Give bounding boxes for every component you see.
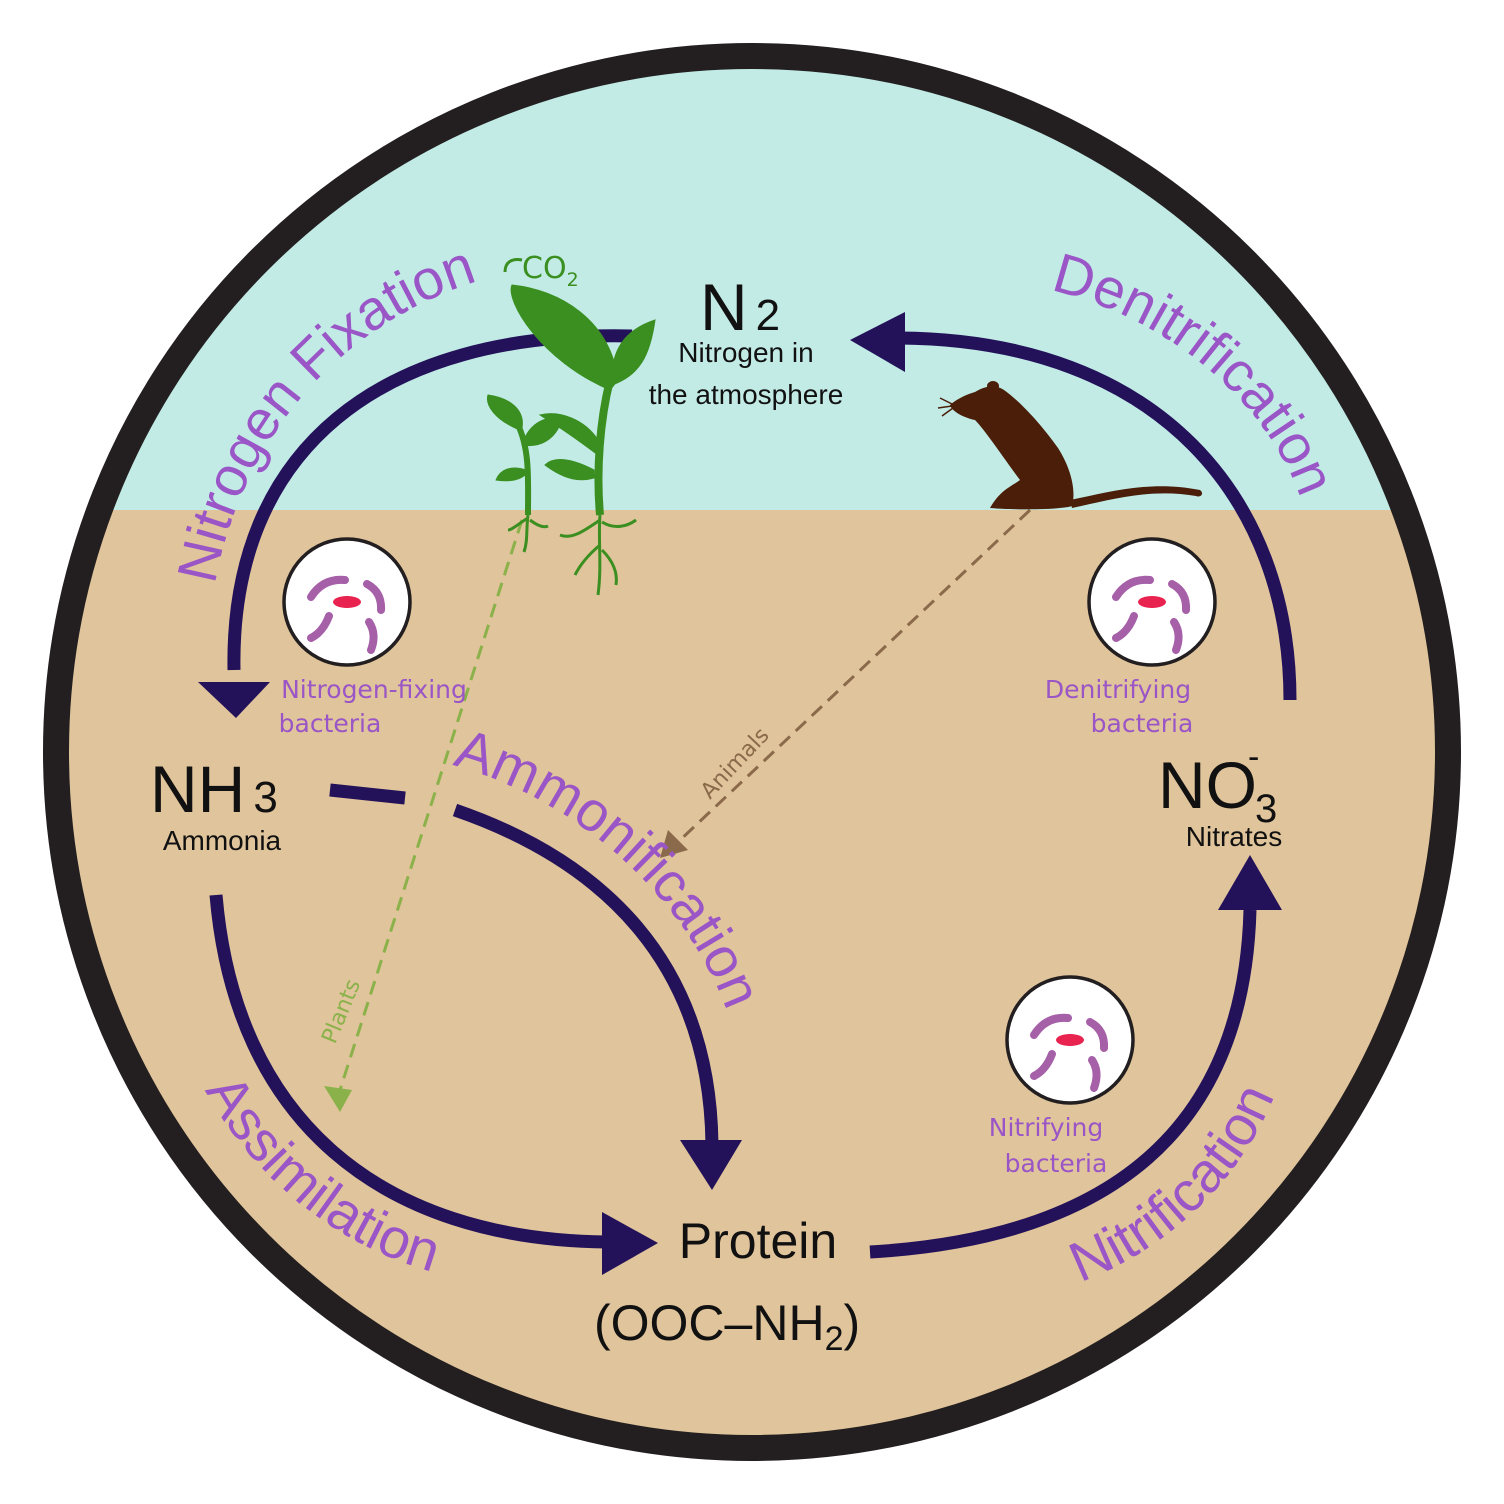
ammonification-arrow-b xyxy=(452,803,719,1146)
bacteria-labels: Nitrogen-fixing bacteria Denitrifying ba… xyxy=(279,675,1194,1178)
n2-formula: N xyxy=(700,270,748,344)
outer-rim xyxy=(43,43,1461,1461)
svg-text:NH3: NH3 xyxy=(150,752,278,826)
protein-subscript: 2 xyxy=(825,1320,844,1358)
n2-caption-line1: Nitrogen in xyxy=(678,337,813,368)
arrowheads xyxy=(198,312,1282,1275)
protein-formula-close: ) xyxy=(844,1295,861,1351)
no3-charge: - xyxy=(1248,738,1259,776)
svg-text:N2: N2 xyxy=(700,270,780,344)
denitrifying-bacteria-line1: Denitrifying xyxy=(1045,675,1191,704)
nh3-formula: NH xyxy=(150,752,245,826)
co2-release: CO2 xyxy=(503,251,579,291)
nh3-caption: Ammonia xyxy=(163,825,282,856)
fixing-bacteria-line2: bacteria xyxy=(279,709,382,738)
fixing-bacteria-line1: Nitrogen-fixing xyxy=(281,675,467,704)
svg-text:CO2: CO2 xyxy=(522,251,579,291)
co2-subscript: 2 xyxy=(567,269,579,291)
n2-caption-line2: the atmosphere xyxy=(649,379,844,410)
denitrification-arrowhead xyxy=(850,312,905,372)
bacteria-cell-icon xyxy=(284,539,410,665)
ammonification-arrowhead xyxy=(680,1140,742,1190)
no3-formula: NO xyxy=(1158,748,1257,822)
co2-label: CO xyxy=(522,251,567,286)
ammonification-arrow-a xyxy=(329,783,406,805)
nitrifying-bacteria-line2: bacteria xyxy=(1005,1149,1108,1178)
animals-dashed-arrow xyxy=(660,508,1032,858)
nh3-subscript: 3 xyxy=(253,773,277,822)
protein-formula: (OOC–NH xyxy=(594,1295,825,1351)
fixation-arrow xyxy=(227,329,633,671)
nitrifying-bacteria-line1: Nitrifying xyxy=(989,1113,1104,1142)
svg-text:NO3: NO3 xyxy=(1158,748,1277,831)
mouse-icon xyxy=(937,381,1203,510)
plant-seedlings-icon xyxy=(486,284,656,596)
nitrification-arrow xyxy=(869,909,1257,1259)
bacteria-cell-icon xyxy=(1089,539,1215,665)
plants-dashed-arrow xyxy=(324,519,524,1112)
assimilation-arrow xyxy=(209,894,609,1249)
n2-subscript: 2 xyxy=(756,291,780,340)
no3-node: NO3 - Nitrates xyxy=(1158,738,1282,852)
svg-text:(OOC–NH2): (OOC–NH2) xyxy=(594,1295,860,1358)
assimilation-arrowhead xyxy=(602,1212,658,1275)
soil xyxy=(68,510,1436,1436)
denitrification-arrow xyxy=(899,331,1297,701)
cycle-arrows xyxy=(209,329,1297,1259)
no3-subscript: 3 xyxy=(1255,787,1277,831)
bacteria-cell-icon xyxy=(1007,977,1133,1103)
protein-name: Protein xyxy=(679,1213,837,1269)
fixation-arrowhead xyxy=(198,682,270,718)
nitrification-arrowhead xyxy=(1218,855,1282,910)
protein-node: Protein (OOC–NH2) xyxy=(594,1213,860,1358)
denitrifying-bacteria-line2: bacteria xyxy=(1091,709,1194,738)
no3-caption: Nitrates xyxy=(1186,821,1282,852)
